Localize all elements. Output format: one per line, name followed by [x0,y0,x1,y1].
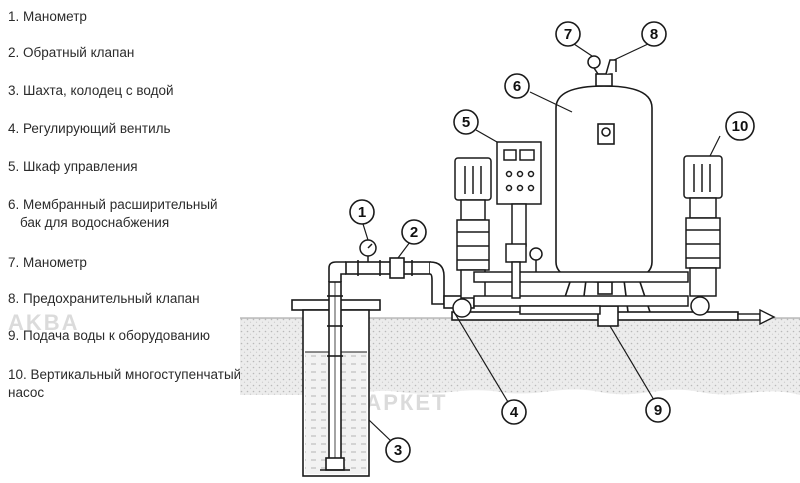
main-pipeline [328,257,475,309]
callout-7-label: 7 [564,26,572,43]
legend-item-7: 7. Манометр [8,255,87,270]
callout-1-label: 1 [358,204,366,221]
legend-item-6: 6. Мембранный расширительный [8,197,218,212]
vertical-pump-left [452,157,492,318]
top-fittings [587,55,617,75]
legend-item-8: 8. Предохранительный клапан [8,291,200,306]
safety-valve-8 [605,59,617,75]
callout-10-label: 10 [732,118,749,135]
supply-arrow [737,308,776,326]
legend-item-9: 9. Подача воды к оборудованию [8,328,210,343]
legend-item-2: 2. Обратный клапан [8,45,135,60]
callout-4-label: 4 [510,404,519,421]
legend-item-10: 10. Вертикальный многоступенчатый [8,367,242,382]
callout-8: 8 [641,21,667,47]
legend-item-1: 1. Манометр [8,9,87,24]
callout-2-label: 2 [410,224,418,241]
callout-8-label: 8 [650,26,658,43]
legend-item-4: 4. Регулирующий вентиль [8,121,171,136]
callout-10: 10 [725,111,755,141]
well-shaft [291,281,381,477]
callout-5: 5 [453,109,479,135]
vertical-pump-right [683,155,723,316]
legend-item-6-continuation: бак для водоснабжения [20,215,170,230]
callout-7: 7 [555,21,581,47]
pressure-gauge-7 [587,55,601,69]
legend-item-3: 3. Шахта, колодец с водой [8,83,174,98]
legend-item-5: 5. Шкаф управления [8,159,138,174]
callout-9-label: 9 [654,402,662,419]
callout-2: 2 [401,219,427,245]
manifold [473,243,689,315]
callout-9: 9 [645,397,671,423]
callout-leaders [362,43,721,443]
callout-5-label: 5 [462,114,470,131]
callout-3: 3 [385,437,411,463]
callout-6-label: 6 [513,78,521,95]
callouts: 1 2 3 4 5 6 7 [349,21,755,463]
callout-4: 4 [501,399,527,425]
legend-item-10-continuation: насос [8,385,45,400]
callout-3-label: 3 [394,442,402,459]
control-cabinet [496,141,542,247]
pressure-gauge-1 [359,239,377,262]
callout-6: 6 [504,73,530,99]
watermark-text-left: AKBA [8,310,80,335]
callout-1: 1 [349,199,375,225]
